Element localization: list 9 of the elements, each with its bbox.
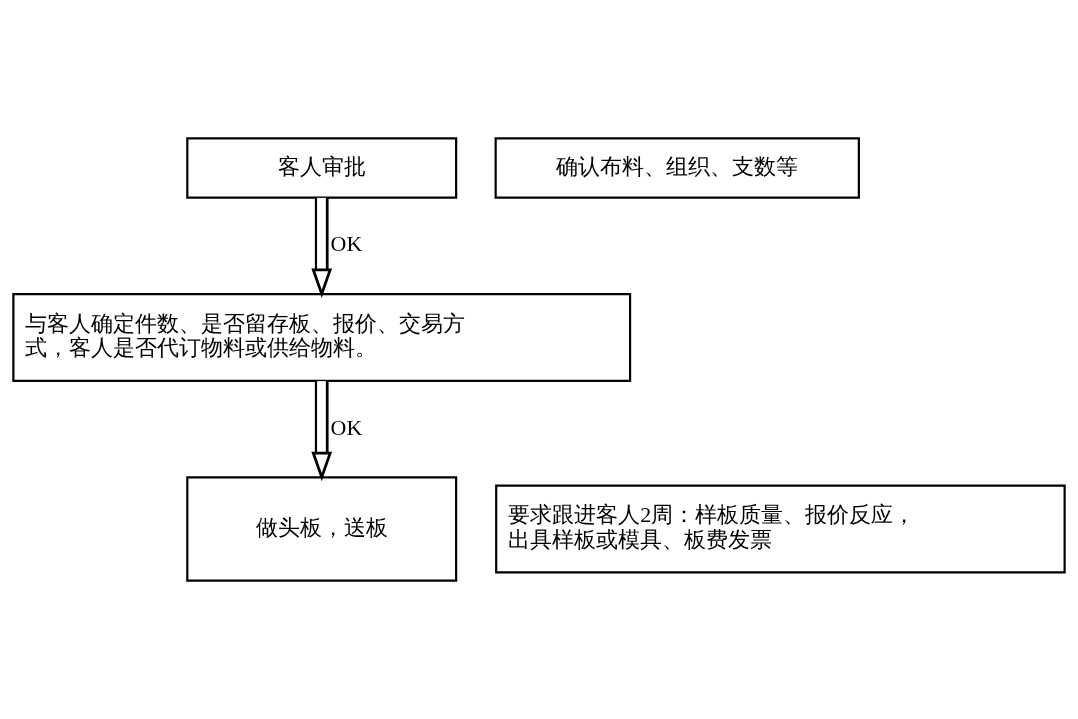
edge-label: OK	[330, 414, 363, 440]
arrow	[311, 381, 333, 482]
node-box: 与客人确定件数、是否留存板、报价、交易方式，客人是否代订物料或供给物料。	[12, 293, 632, 382]
node-box: 客人审批	[186, 137, 458, 199]
node-box: 确认布料、组织、支数等	[494, 137, 860, 199]
edge-label: OK	[330, 231, 363, 257]
node-box: 要求跟进客人2周：样板质量、报价反应，出具样板或模具、板费发票	[495, 484, 1066, 574]
node-box: 做头板，送板	[186, 476, 458, 582]
arrow	[311, 197, 333, 299]
